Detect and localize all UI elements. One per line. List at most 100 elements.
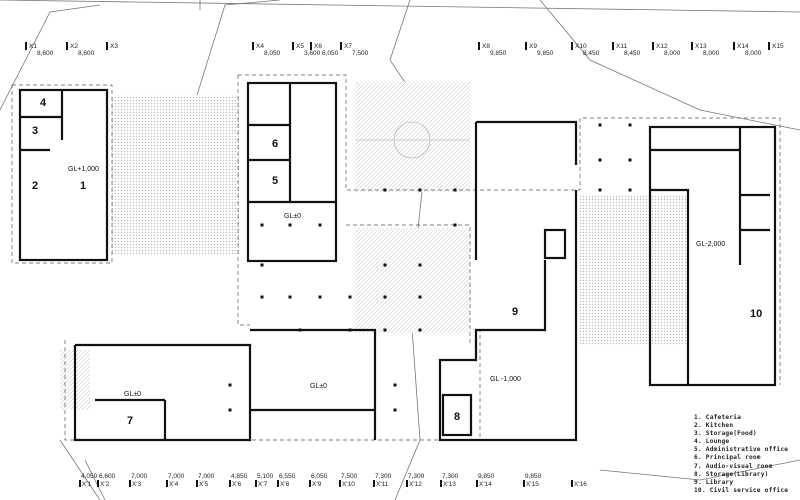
column	[598, 158, 602, 162]
column	[598, 188, 602, 192]
axis-dimension: 9,850	[490, 50, 507, 57]
axis-marker: X'64,850	[229, 473, 248, 488]
axis-dimension: 8,050	[264, 50, 281, 57]
axis-marker: X'47,000	[166, 473, 185, 488]
column	[298, 328, 302, 332]
column	[348, 295, 352, 299]
legend-item: 7. Audio-visual room	[694, 462, 773, 470]
axis-label: X'13	[443, 481, 456, 488]
room-9-label: 9	[512, 306, 518, 318]
column	[418, 188, 422, 192]
column	[418, 295, 422, 299]
axis-label: X6	[314, 43, 322, 50]
legend-item: 10. Civil service office	[694, 486, 789, 494]
axis-marker: X'86,550	[277, 473, 296, 488]
legend-item: 9. Library	[694, 478, 734, 486]
column	[453, 188, 457, 192]
axis-marker: X89,850	[478, 42, 507, 57]
level-block-a: GL+1,000	[68, 166, 99, 173]
column	[383, 188, 387, 192]
axis-marker: X'57,000	[196, 473, 215, 488]
axis-dimension: 7,000	[168, 473, 185, 480]
axis-marker: X'159,850	[523, 473, 542, 488]
axis-dimension: 3,600	[304, 50, 321, 57]
axis-marker: X'96,050	[309, 473, 328, 488]
axis-label: X2	[70, 43, 78, 50]
axis-label: X11	[616, 43, 627, 50]
axis-dimension: 4,050	[81, 473, 98, 480]
level-civil: GL-2,000	[696, 241, 725, 248]
column	[318, 295, 322, 299]
room-3-label: 3	[32, 125, 38, 137]
walls	[18, 81, 777, 442]
axis-marker: X48,050	[252, 42, 281, 57]
legend-item: 4. Lounge	[694, 438, 730, 446]
axis-marker: X53,600	[292, 42, 321, 57]
axis-dimension: 9,850	[478, 473, 495, 480]
axis-label: X'11	[376, 481, 389, 488]
column	[383, 328, 387, 332]
room-7-label: 7	[127, 415, 133, 427]
axis-label: X'3	[132, 481, 142, 488]
axis-dimension: 6,050	[322, 50, 339, 57]
room-5-label: 5	[272, 175, 278, 187]
legend-item: 2. Kitchen	[694, 422, 734, 430]
axis-label: X15	[772, 43, 784, 50]
axis-label: X10	[575, 43, 587, 50]
column	[383, 295, 387, 299]
axis-marker: X'137,300	[440, 473, 459, 488]
column	[628, 188, 632, 192]
axis-dimension: 8,450	[583, 50, 600, 57]
axis-dimension: 8,000	[703, 50, 720, 57]
axis-dimension: 4,850	[231, 473, 248, 480]
axis-label: X12	[656, 43, 668, 50]
axis-label: X8	[482, 43, 490, 50]
axis-dimension: 7,500	[341, 473, 358, 480]
axis-dimension: 8,600	[37, 50, 54, 57]
axis-dimension: 5,100	[257, 473, 274, 480]
axis-label: X14	[737, 43, 749, 50]
legend-item: 6. Principal room	[694, 454, 761, 462]
room-10-label: 10	[750, 308, 762, 320]
axis-dimension: 8,600	[78, 50, 95, 57]
axis-dimension: 6,600	[99, 473, 116, 480]
axis-label: X'6	[232, 481, 242, 488]
column	[598, 123, 602, 127]
legend-item: 5. Administrative office	[694, 446, 789, 454]
legend-item: 1. Cafeteria	[694, 414, 742, 421]
axis-label: X'16	[574, 481, 587, 488]
level-library: GL -1,000	[490, 376, 521, 383]
level-block-c: GL±0	[124, 391, 141, 398]
column	[228, 408, 232, 412]
room-6-label: 6	[272, 138, 278, 150]
column-grid	[228, 123, 632, 412]
axis-dimension: 7,000	[198, 473, 215, 480]
axis-dimension: 7,300	[408, 473, 425, 480]
axis-marker: X99,850	[525, 42, 554, 57]
level-block-b: GL±0	[284, 213, 301, 220]
axis-marker: X3	[106, 42, 118, 50]
axis-label: X'7	[258, 481, 268, 488]
axis-dimension: 8,450	[624, 50, 641, 57]
axis-label: X7	[344, 43, 352, 50]
room-2-label: 2	[32, 180, 38, 192]
axis-marker: X'16	[571, 480, 587, 488]
axis-marker: X'117,300	[373, 473, 392, 488]
axis-dimension: 6,050	[311, 473, 328, 480]
column	[383, 263, 387, 267]
axis-marker: X'107,500	[339, 473, 358, 488]
column	[318, 223, 322, 227]
axis-label: X'4	[169, 481, 179, 488]
axis-label: X13	[695, 43, 707, 50]
axis-marker: X'26,600	[97, 473, 116, 488]
legend-item: 3. Storage(Food)	[694, 430, 757, 438]
column	[260, 263, 264, 267]
axis-label: X5	[296, 43, 304, 50]
column	[288, 295, 292, 299]
